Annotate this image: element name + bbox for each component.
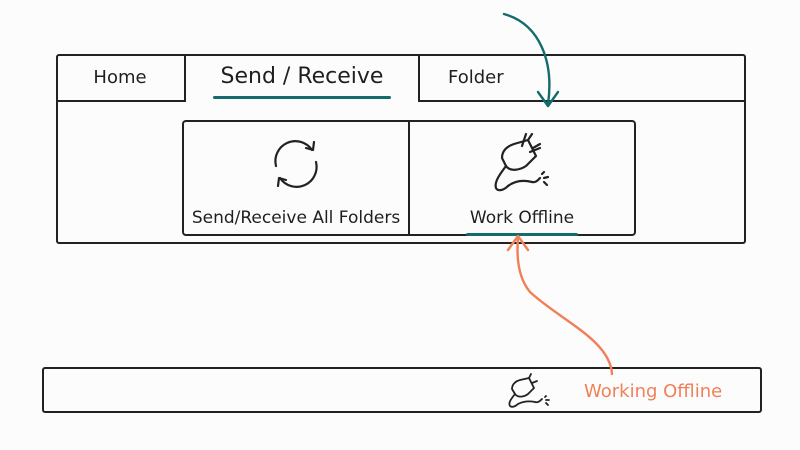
ribbon — [56, 54, 746, 244]
tab-folder[interactable]: Folder — [418, 54, 744, 102]
status-bar: Working Offline — [42, 367, 762, 413]
working-offline-status: Working Offline — [584, 381, 723, 402]
sync-icon — [274, 140, 318, 188]
work-offline-button[interactable]: Work Offline — [408, 122, 634, 236]
work-offline-label: Work Offline — [465, 208, 579, 236]
send-receive-all-folders-label: Send/Receive All Folders — [191, 208, 401, 228]
tab-send-receive-label: Send / Receive — [212, 63, 392, 99]
orange-arrow — [516, 236, 614, 376]
unplugged-icon — [494, 132, 550, 192]
unplugged-icon — [508, 373, 550, 408]
work-offline-text: Work Offline — [469, 208, 575, 228]
ribbon-command-group: Send/Receive All Folders Work Off — [182, 120, 636, 236]
tab-home-label: Home — [93, 66, 147, 88]
active-tab-underline — [212, 95, 392, 99]
send-receive-all-folders-button[interactable]: Send/Receive All Folders — [184, 122, 408, 234]
tab-folder-label: Folder — [448, 66, 504, 88]
tab-send-receive[interactable]: Send / Receive — [186, 54, 418, 102]
work-offline-underline — [465, 233, 579, 236]
tab-home[interactable]: Home — [56, 54, 186, 102]
tab-send-receive-text: Send / Receive — [220, 63, 384, 89]
